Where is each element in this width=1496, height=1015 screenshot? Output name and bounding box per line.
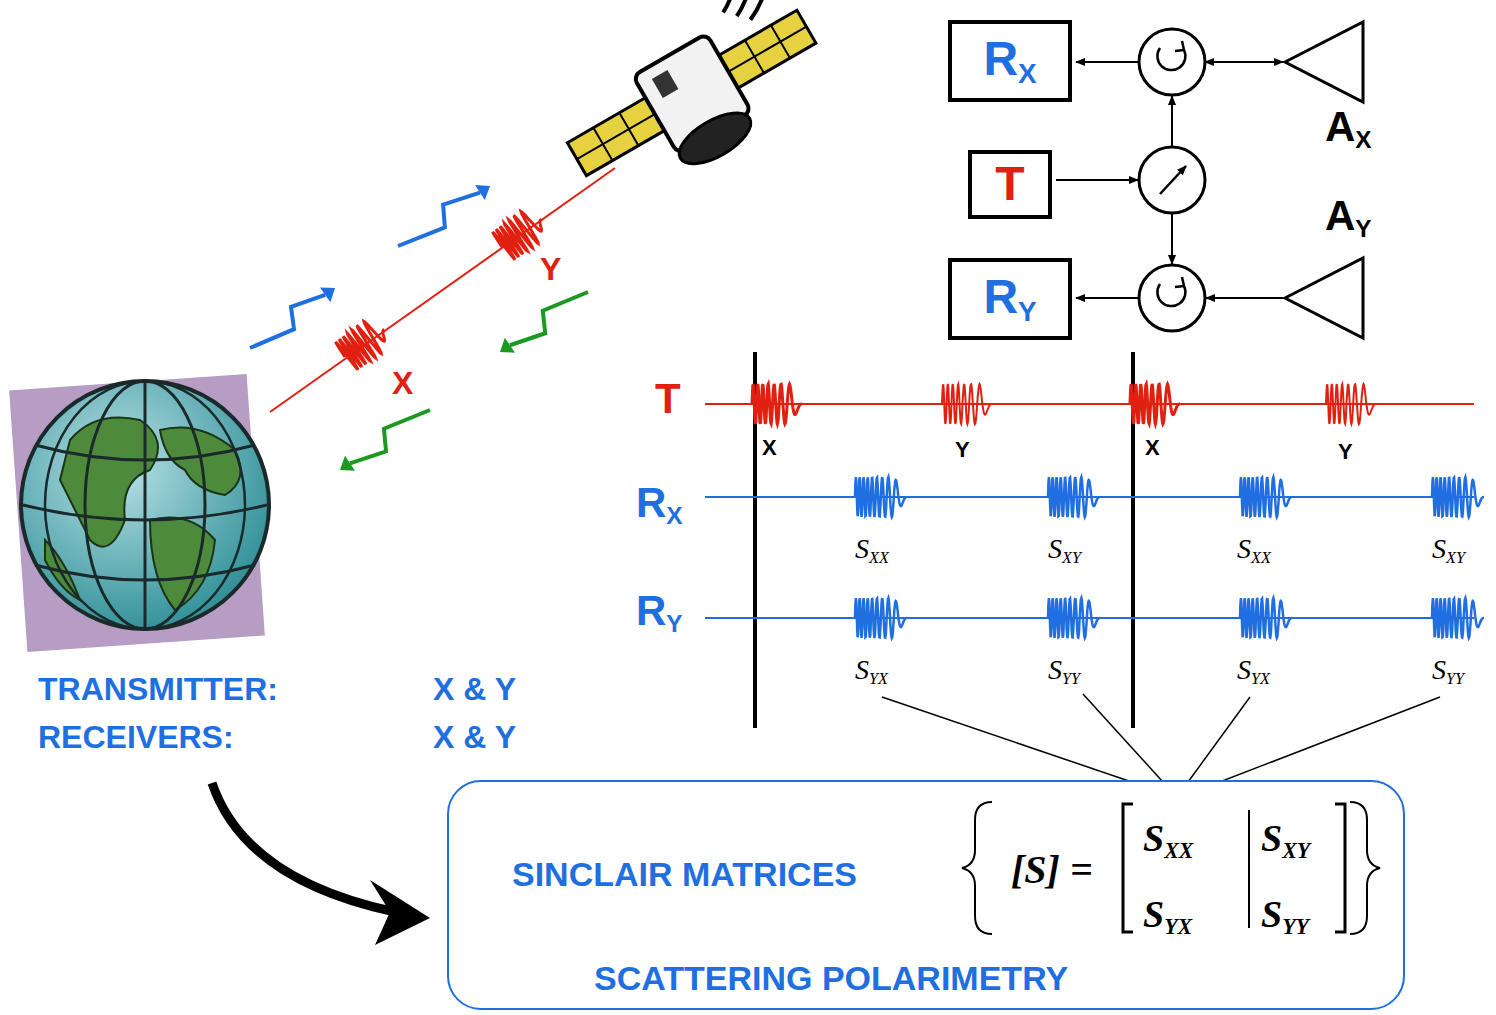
rx-pulse [855, 477, 907, 517]
signal-arrow [350, 410, 430, 463]
curved-arrow [212, 783, 395, 912]
box-label: T [995, 158, 1024, 211]
pulse-label: X [762, 436, 777, 460]
signal-name: RX [636, 480, 683, 530]
rx-pulse [1240, 598, 1292, 638]
matrix-element: SXY [1261, 818, 1310, 863]
matrix-element: SXY [1048, 534, 1081, 568]
tx-pulse [1130, 384, 1180, 424]
caption-text: RECEIVERS: [38, 720, 234, 755]
pulse-label: X [1145, 436, 1160, 460]
globe [9, 374, 269, 652]
block-wiring [1056, 22, 1363, 338]
matrix-symbol: [S] = [1011, 848, 1093, 892]
matrix-element: SYX [1143, 894, 1192, 939]
signal-arrow [398, 193, 480, 246]
signal-arrow-head [340, 456, 355, 471]
matrix-element: SYY [1261, 894, 1309, 939]
matrix-element: SXX [855, 534, 889, 568]
rx-pulse [1048, 598, 1100, 638]
tx-pulse [942, 384, 992, 424]
signal-arrow [250, 295, 325, 348]
tx-pulse [752, 384, 802, 424]
pulse-label: Y [1338, 440, 1353, 464]
rx-pulse [1240, 477, 1292, 517]
caption-text: X & Y [433, 720, 516, 755]
rx-pulse [1048, 477, 1100, 517]
signal-arrows [250, 185, 588, 471]
signal-arrow [510, 292, 588, 345]
pulse-label: Y [540, 252, 561, 287]
matrix-element: SXX [1143, 818, 1194, 863]
panel-heading: SINCLAIR MATRICES [512, 856, 857, 893]
matrix-element: SXY [1432, 534, 1465, 568]
pulse-label: Y [955, 438, 970, 462]
matrix-element: SYY [1048, 655, 1080, 689]
signal-name: RY [636, 588, 683, 638]
result-panel: SINCLAIR MATRICES [S] = SXX SXY SYX SYY SCATTE… [447, 780, 1405, 1010]
matrix-element: SYX [855, 655, 888, 689]
satellite [535, 0, 842, 219]
panel-heading: SCATTERING POLARIMETRY [594, 960, 1068, 997]
signal-arrow-head [500, 338, 515, 353]
curved-arrow-head [370, 880, 430, 945]
rx-pulse [855, 598, 907, 638]
pulse-label: X [392, 366, 413, 401]
timing-diagram [705, 352, 1484, 795]
signal-arrow-head [475, 185, 490, 200]
matrix-element: SYY [1432, 655, 1464, 689]
tx-pulse [1326, 384, 1376, 424]
box-label: RY [983, 271, 1036, 328]
caption-text: TRANSMITTER: [38, 672, 278, 707]
link-line [270, 168, 615, 412]
rx-pulse [1432, 598, 1484, 638]
receiver-box: RY [948, 258, 1072, 340]
link-pulse [335, 315, 395, 372]
signal-name: T [655, 376, 681, 422]
antenna-label: AY [1325, 193, 1372, 243]
signal-arrow-head [320, 288, 335, 303]
box-label: RX [983, 33, 1036, 90]
receiver-box: RX [948, 20, 1072, 102]
caption-text: X & Y [433, 672, 516, 707]
antenna-label: AX [1325, 104, 1372, 154]
rx-pulse [1432, 477, 1484, 517]
transmitter-box: T [968, 150, 1052, 219]
matrix-element: SXX [1237, 534, 1271, 568]
matrix-element: SYX [1237, 655, 1270, 689]
